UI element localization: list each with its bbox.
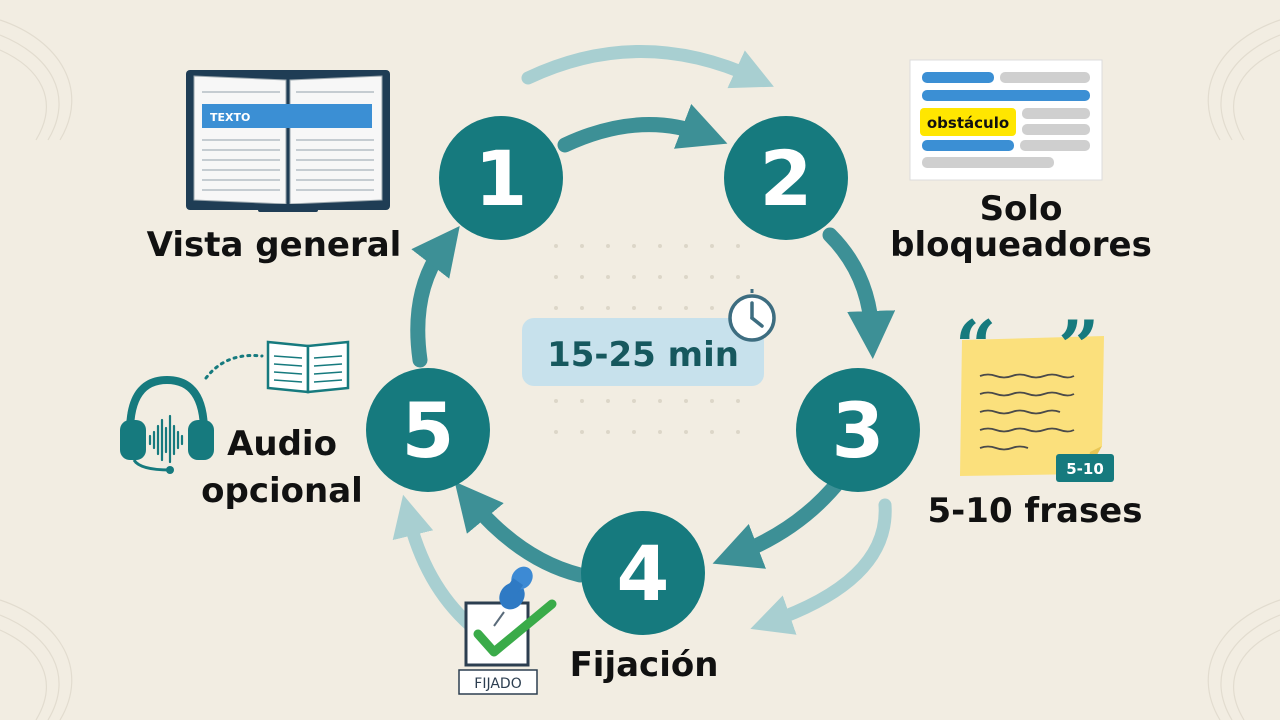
duration-badge: 15-25 min [522, 289, 776, 386]
grid-dot [684, 275, 688, 279]
small-book-icon [266, 340, 350, 394]
grid-dot [606, 399, 610, 403]
step-5-number: 5 [402, 386, 455, 475]
step-1-label: Vista general [147, 225, 402, 265]
clock-icon [728, 289, 776, 342]
outer-arrows [392, 45, 892, 635]
grid-dot [554, 430, 558, 434]
grid-dot [684, 430, 688, 434]
step-2: 2 [724, 116, 848, 240]
open-quote-icon: “ [955, 304, 996, 389]
step-3: 3 [796, 368, 920, 492]
grid-dot [554, 399, 558, 403]
step-1-circle [439, 116, 563, 240]
step-4-number: 4 [617, 529, 670, 618]
step-4-circle [581, 511, 705, 635]
step-3-circle [796, 368, 920, 492]
outer-arrow-right [750, 498, 892, 635]
grid-dot [580, 399, 584, 403]
arrow-1-to-2 [557, 103, 728, 153]
step-4-label: Fijación [570, 645, 719, 685]
note-badge [1056, 454, 1114, 482]
grid-dot [632, 244, 636, 248]
grid-dot [658, 430, 662, 434]
book-tag-text: TEXTO [210, 111, 250, 124]
step-2-label-line-1: Solo [980, 189, 1063, 229]
headphones-icon [120, 375, 214, 474]
grid-dot [606, 306, 610, 310]
step-2-number: 2 [760, 134, 813, 223]
step-5-label-line-2: opcional [201, 471, 363, 511]
step-5: 5 [366, 368, 490, 492]
arrow-3-to-4 [712, 472, 848, 569]
cycle-arrows [410, 103, 896, 583]
document-highlight-icon: obstáculo [909, 59, 1103, 181]
arrow-2-to-3 [822, 227, 896, 359]
close-quote-icon: ” [1058, 304, 1099, 389]
step-4: 4 [581, 511, 705, 635]
step-5-circle [366, 368, 490, 492]
grid-dot [710, 399, 714, 403]
grid-dot [658, 306, 662, 310]
book-tag-band [202, 104, 372, 128]
dotted-link [204, 353, 264, 380]
step-3-number: 3 [832, 386, 885, 475]
grid-dot [684, 399, 688, 403]
grid-dot [632, 275, 636, 279]
outer-arrow-top [521, 45, 774, 89]
grid-dot [710, 244, 714, 248]
open-book-icon: TEXTO [186, 70, 390, 212]
step-1-number: 1 [475, 134, 528, 223]
grid-dot [606, 244, 610, 248]
corner-decoration [0, 19, 1280, 720]
grid-dot [710, 430, 714, 434]
grid-dot [684, 244, 688, 248]
grid-dot [736, 399, 740, 403]
highlight-box [920, 108, 1016, 136]
grid-dot [710, 275, 714, 279]
grid-dot [658, 275, 662, 279]
grid-dot [632, 306, 636, 310]
step-3-label: 5-10 frases [928, 491, 1143, 531]
outer-arrow-left [392, 494, 477, 632]
pinned-checkbox-icon: FIJADO [458, 566, 557, 695]
step-5-label-line-1: Audio [227, 424, 337, 464]
grid-dot [580, 430, 584, 434]
grid-dot [580, 306, 584, 310]
step-2-circle [724, 116, 848, 240]
grid-dot [684, 306, 688, 310]
grid-dot [606, 430, 610, 434]
sticky-note-icon: “ ” 5-10 [955, 304, 1114, 482]
duration-text: 15-25 min [547, 335, 739, 375]
arrow-5-to-1 [410, 226, 460, 368]
grid-dot [632, 399, 636, 403]
highlight-word: obstáculo [927, 114, 1009, 132]
grid-dot [580, 244, 584, 248]
grid-dot [554, 275, 558, 279]
grid-dot [632, 430, 636, 434]
grid-dot [710, 306, 714, 310]
arrow-4-to-5 [454, 481, 588, 583]
grid-dot [554, 244, 558, 248]
grid-dot [736, 244, 740, 248]
pushpin-icon [493, 566, 533, 627]
step-2-label-line-2: bloqueadores [890, 225, 1152, 265]
grid-dot [736, 275, 740, 279]
note-badge-text: 5-10 [1066, 460, 1104, 478]
grid-dot [658, 244, 662, 248]
grid-dot [580, 275, 584, 279]
grid-dot [736, 430, 740, 434]
grid-dot [606, 275, 610, 279]
step-1: 1 [439, 116, 563, 240]
grid-dot [658, 399, 662, 403]
grid-dot [554, 306, 558, 310]
checkbox-caption: FIJADO [474, 676, 521, 692]
